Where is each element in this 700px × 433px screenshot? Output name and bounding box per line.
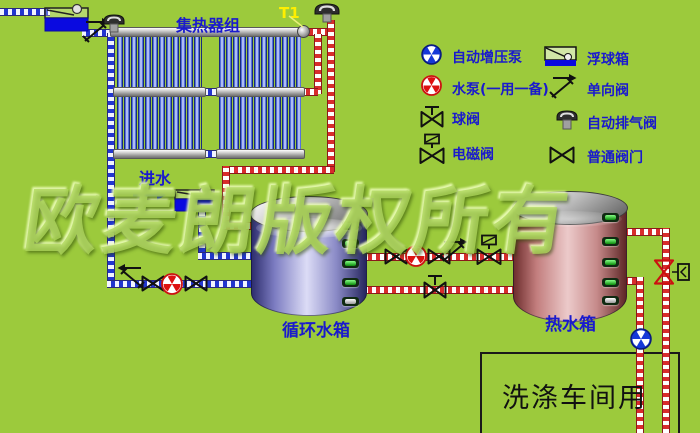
legend-label: 自动增压泵 <box>452 50 522 66</box>
ball-valve-icon <box>420 103 444 128</box>
ball-valve-icon <box>423 272 447 299</box>
hot-tank-level-indicator <box>602 237 619 246</box>
pipe-hot-into-circ-tank <box>222 222 266 230</box>
circ-tank-level-indicator <box>342 297 359 306</box>
legend-label: 水泵(一用一备) <box>452 82 549 98</box>
inlet-flow-arrow-icon <box>133 189 167 201</box>
washing-workshop-label: 洗涤车间用 <box>502 383 647 414</box>
pipe-bottom-header-link <box>204 150 218 158</box>
pipe-hot-tank-out-lower <box>620 277 643 285</box>
collector-bottom-header-right <box>216 149 305 159</box>
pipe-hot-horizontal <box>222 166 334 174</box>
auto-exhaust-valve-icon <box>555 109 579 130</box>
water-inlet-label: 进水 <box>139 169 172 188</box>
booster-pump-icon <box>630 328 652 350</box>
legend-label: 单向阀 <box>587 83 629 99</box>
ordinary-valve-icon <box>549 146 575 164</box>
legend-label: 球阀 <box>452 112 480 128</box>
pipe-hot-downcomer <box>327 20 335 172</box>
collector-bottom-header-left <box>113 149 206 159</box>
float-box-inlet <box>174 185 216 212</box>
collector-panel-3 <box>117 95 202 149</box>
float-box-icon <box>544 46 578 67</box>
water-pump-icon <box>161 273 183 295</box>
hot-tank-level-indicator <box>602 258 619 267</box>
water-pump-icon <box>405 245 427 267</box>
legend-label: 浮球箱 <box>587 52 629 68</box>
solenoid-valve-icon <box>476 234 502 265</box>
legend-label: 普通阀门 <box>587 150 643 166</box>
pipe-hot-drop-to-tank <box>222 166 230 228</box>
t1-leader-line <box>287 14 305 29</box>
collector-panel-4 <box>219 95 301 149</box>
t1-sensor-cap <box>297 25 310 38</box>
water-pump-icon <box>421 75 442 96</box>
t1-sensor-tag: T1 <box>279 4 300 22</box>
circulation-tank-label: 循环水箱 <box>282 321 350 341</box>
auto-exhaust-valve-icon <box>102 13 126 33</box>
booster-pump-icon <box>421 44 442 65</box>
collector-mid-header-left <box>113 87 206 97</box>
circ-tank-level-indicator <box>342 221 359 230</box>
auto-exhaust-valve-icon <box>313 2 341 24</box>
pipe-hot-tank-out-upper <box>620 228 669 236</box>
pipe-riser-left <box>314 34 322 94</box>
float-box-top <box>44 2 90 32</box>
circ-tank-level-indicator <box>342 259 359 268</box>
pipe-cold-downcomer <box>107 33 115 285</box>
hot-tank-level-indicator <box>602 213 619 222</box>
pipe-mid-header-out <box>302 88 318 96</box>
washing-workshop-box <box>480 352 680 433</box>
legend-label: 电磁阀 <box>452 147 494 163</box>
collector-mid-header-right <box>216 87 305 97</box>
hot-water-tank-label: 热水箱 <box>545 315 596 335</box>
collector-panel-2 <box>219 35 301 87</box>
hot-tank-level-indicator <box>602 278 619 287</box>
pipe-supply-right <box>662 228 670 433</box>
pipe-supply-left <box>636 277 644 433</box>
pipe-inlet-to-circ-tank <box>198 252 266 260</box>
check-valve-icon <box>440 237 468 263</box>
collector-group-label: 集热器组 <box>176 16 241 35</box>
check-valve-icon <box>549 73 577 99</box>
collector-panel-1 <box>117 35 202 87</box>
hot-tank-level-indicator <box>602 296 619 305</box>
pipe-inlet-drop <box>198 210 206 256</box>
pipe-mid-header-link <box>204 88 218 96</box>
pipe-city-water-inlet <box>0 8 50 16</box>
legend-label: 自动排气阀 <box>587 116 657 132</box>
circ-tank-level-indicator <box>342 278 359 287</box>
solenoid-valve-icon <box>653 259 691 285</box>
circ-tank-level-indicator <box>342 239 359 248</box>
ordinary-valve-icon <box>184 275 208 292</box>
solenoid-valve-icon <box>419 133 445 164</box>
